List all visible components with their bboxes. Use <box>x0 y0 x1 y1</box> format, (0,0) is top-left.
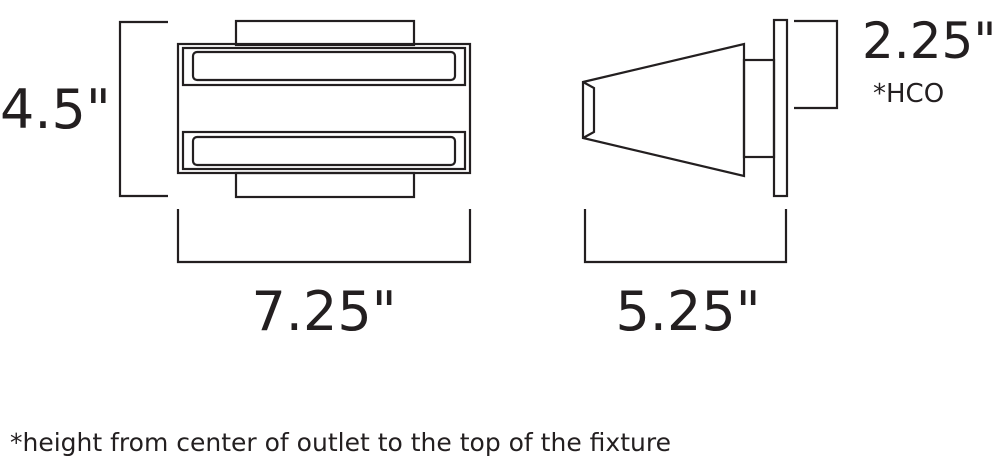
hco-dimension-bracket <box>794 19 839 110</box>
front-upper-lens <box>191 50 457 82</box>
front-view <box>176 19 472 199</box>
side-mount-neck <box>742 58 776 159</box>
height-dimension-bracket <box>118 20 168 198</box>
footnote-text: *height from center of outlet to the top… <box>10 428 671 457</box>
front-upper-band <box>181 46 467 87</box>
hco-dimension-label: 2.25" <box>862 12 996 70</box>
front-lower-lens <box>191 135 457 167</box>
side-view <box>581 18 789 198</box>
front-lower-band <box>181 130 467 171</box>
hco-note-label: *HCO <box>873 79 944 109</box>
width-dimension-label: 7.25" <box>251 280 396 343</box>
depth-dimension-label: 5.25" <box>615 280 760 343</box>
front-top-cap <box>234 19 416 47</box>
side-cone-body <box>581 42 746 178</box>
width-dimension-bracket <box>176 209 472 264</box>
front-body <box>176 42 472 175</box>
side-cone-face <box>582 81 596 139</box>
height-dimension-label: 4.5" <box>0 78 111 141</box>
front-bottom-cap <box>234 171 416 199</box>
side-wall-plate <box>772 18 789 198</box>
depth-dimension-bracket <box>583 209 788 264</box>
